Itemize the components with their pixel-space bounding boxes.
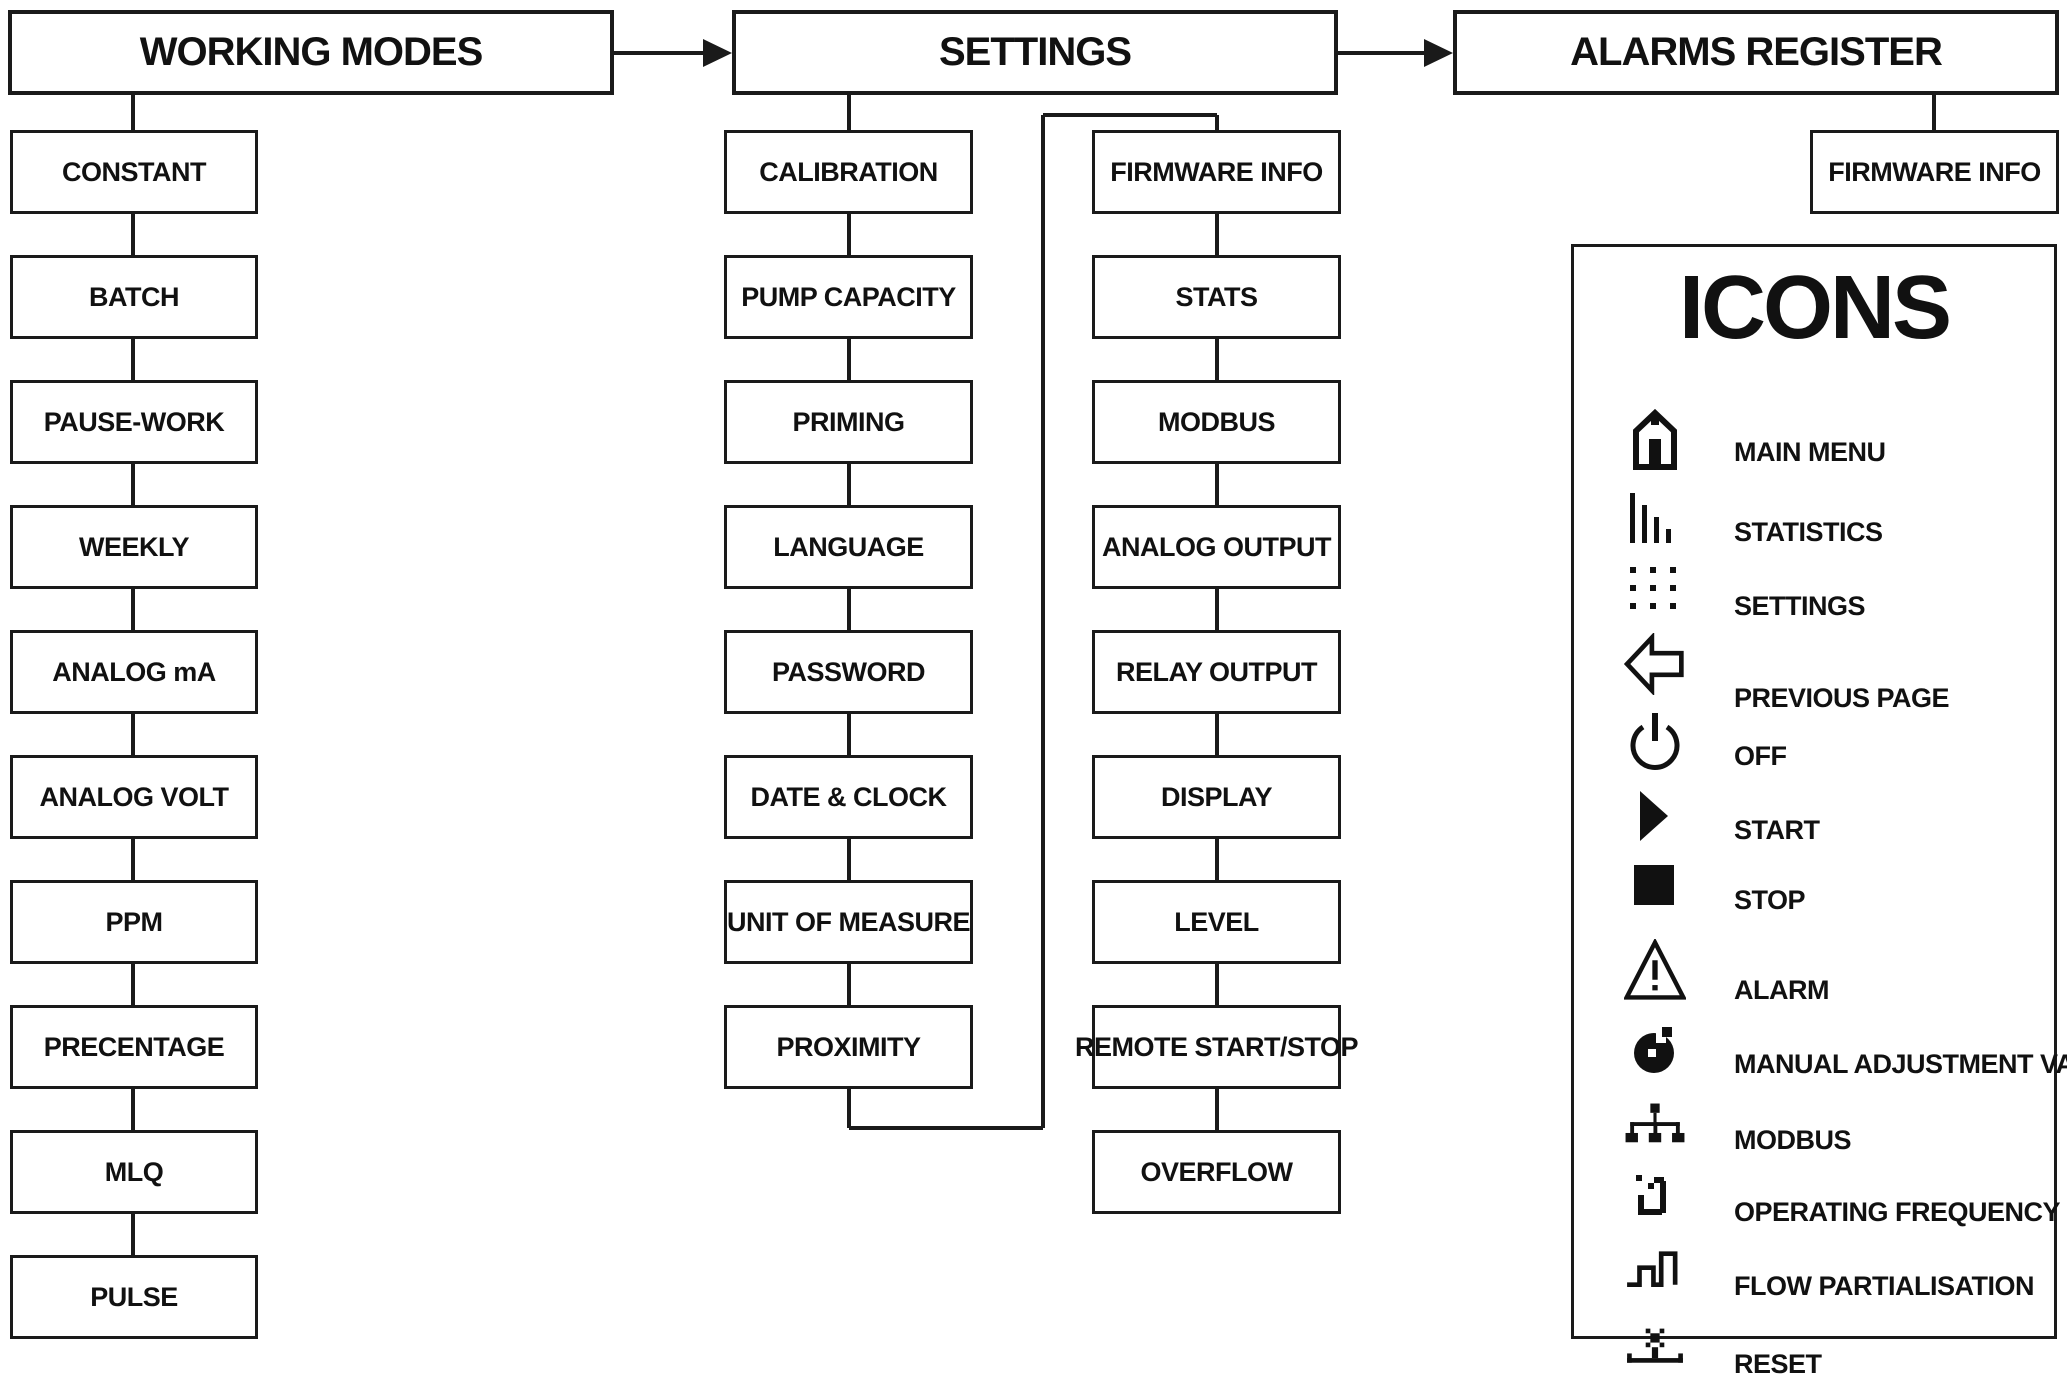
- settings-box-1: PUMP CAPACITY: [724, 255, 973, 339]
- legend-row: MANUAL ADJUSTMENT VALUE: [1574, 1021, 2067, 1083]
- legend-label: PREVIOUS PAGE: [1734, 683, 1950, 713]
- pulse-wave-icon: [1624, 1239, 1686, 1301]
- settings-box-3: LANGUAGE: [724, 505, 973, 589]
- stop-icon: [1624, 855, 1686, 917]
- settings-box-2-8: OVERFLOW: [1092, 1130, 1341, 1214]
- settings-box-2-0: FIRMWARE INFO: [1092, 130, 1341, 214]
- working-mode-box-2: PAUSE-WORK: [10, 380, 258, 464]
- settings-box-4: PASSWORD: [724, 630, 973, 714]
- working-mode-box-0: CONSTANT: [10, 130, 258, 214]
- legend-label: FLOW PARTIALISATION: [1734, 1271, 2034, 1301]
- settings-box-2-5: DISPLAY: [1092, 755, 1341, 839]
- power-icon: [1624, 711, 1686, 773]
- settings-box-7: PROXIMITY: [724, 1005, 973, 1089]
- settings-dots-icon: [1624, 559, 1686, 621]
- working-mode-box-4: ANALOG mA: [10, 630, 258, 714]
- settings-box-2-4: RELAY OUTPUT: [1092, 630, 1341, 714]
- working-mode-box-5: ANALOG VOLT: [10, 755, 258, 839]
- legend-label: MANUAL ADJUSTMENT VALUE: [1734, 1049, 2067, 1079]
- warning-icon: [1623, 937, 1687, 1001]
- legend-row: STOP: [1574, 855, 2054, 915]
- legend-row: STATISTICS: [1574, 487, 2054, 547]
- settings-box-2: PRIMING: [724, 380, 973, 464]
- legend-row: SETTINGS: [1574, 559, 2054, 621]
- legend-label: MODBUS: [1734, 1125, 1852, 1155]
- legend-row: ALARM: [1574, 937, 2054, 1005]
- header-settings: SETTINGS: [732, 10, 1338, 95]
- legend-label: ALARM: [1734, 975, 1829, 1005]
- adjust-icon: [1624, 1021, 1686, 1083]
- legend-row: RESET: [1574, 1317, 2054, 1379]
- working-mode-box-8: MLQ: [10, 1130, 258, 1214]
- legend-label: MAIN MENU: [1734, 437, 1886, 467]
- working-mode-box-9: PULSE: [10, 1255, 258, 1339]
- statistics-icon: [1624, 487, 1686, 549]
- legend-row: OFF: [1574, 711, 2054, 771]
- legend-label: START: [1734, 815, 1820, 845]
- network-icon: [1624, 1095, 1686, 1157]
- legend-row: MAIN MENU: [1574, 408, 2054, 471]
- header-working-modes: WORKING MODES: [8, 10, 614, 95]
- working-mode-box-3: WEEKLY: [10, 505, 258, 589]
- settings-box-5: DATE & CLOCK: [724, 755, 973, 839]
- settings-box-0: CALIBRATION: [724, 130, 973, 214]
- left-arrow-icon: [1623, 631, 1686, 697]
- alarms-item-firmware-info: FIRMWARE INFO: [1810, 130, 2059, 214]
- settings-box-2-1: STATS: [1092, 255, 1341, 339]
- legend-label: OPERATING FREQUENCY: [1734, 1197, 2061, 1227]
- legend-row: FLOW PARTIALISATION: [1574, 1239, 2054, 1301]
- icons-legend: ICONS MAIN MENU STATISTICS SETTINGS PREVIOU…: [1571, 244, 2067, 1379]
- working-mode-box-1: BATCH: [10, 255, 258, 339]
- play-icon: [1624, 785, 1686, 847]
- reset-icon: [1624, 1317, 1686, 1379]
- working-mode-box-7: PRECENTAGE: [10, 1005, 258, 1089]
- legend-label: RESET: [1734, 1349, 1822, 1379]
- working-mode-box-6: PPM: [10, 880, 258, 964]
- settings-box-2-2: MODBUS: [1092, 380, 1341, 464]
- legend-label: OFF: [1734, 741, 1787, 771]
- home-icon: [1624, 408, 1686, 471]
- frequency-icon: [1624, 1165, 1686, 1227]
- legend-label: STOP: [1734, 885, 1806, 915]
- settings-box-6: UNIT OF MEASURE: [724, 880, 973, 964]
- legend-row: OPERATING FREQUENCY: [1574, 1165, 2061, 1227]
- settings-box-2-3: ANALOG OUTPUT: [1092, 505, 1341, 589]
- legend-row: MODBUS: [1574, 1095, 2054, 1155]
- legend-row: PREVIOUS PAGE: [1574, 631, 2054, 713]
- legend-label: STATISTICS: [1734, 517, 1883, 547]
- settings-box-2-7: REMOTE START/STOP: [1075, 1005, 1359, 1089]
- legend-title: ICONS: [1678, 258, 1952, 358]
- legend-label: SETTINGS: [1734, 591, 1866, 621]
- legend-row: START: [1574, 785, 2054, 845]
- settings-box-2-6: LEVEL: [1092, 880, 1341, 964]
- header-alarms-register: ALARMS REGISTER: [1453, 10, 2059, 95]
